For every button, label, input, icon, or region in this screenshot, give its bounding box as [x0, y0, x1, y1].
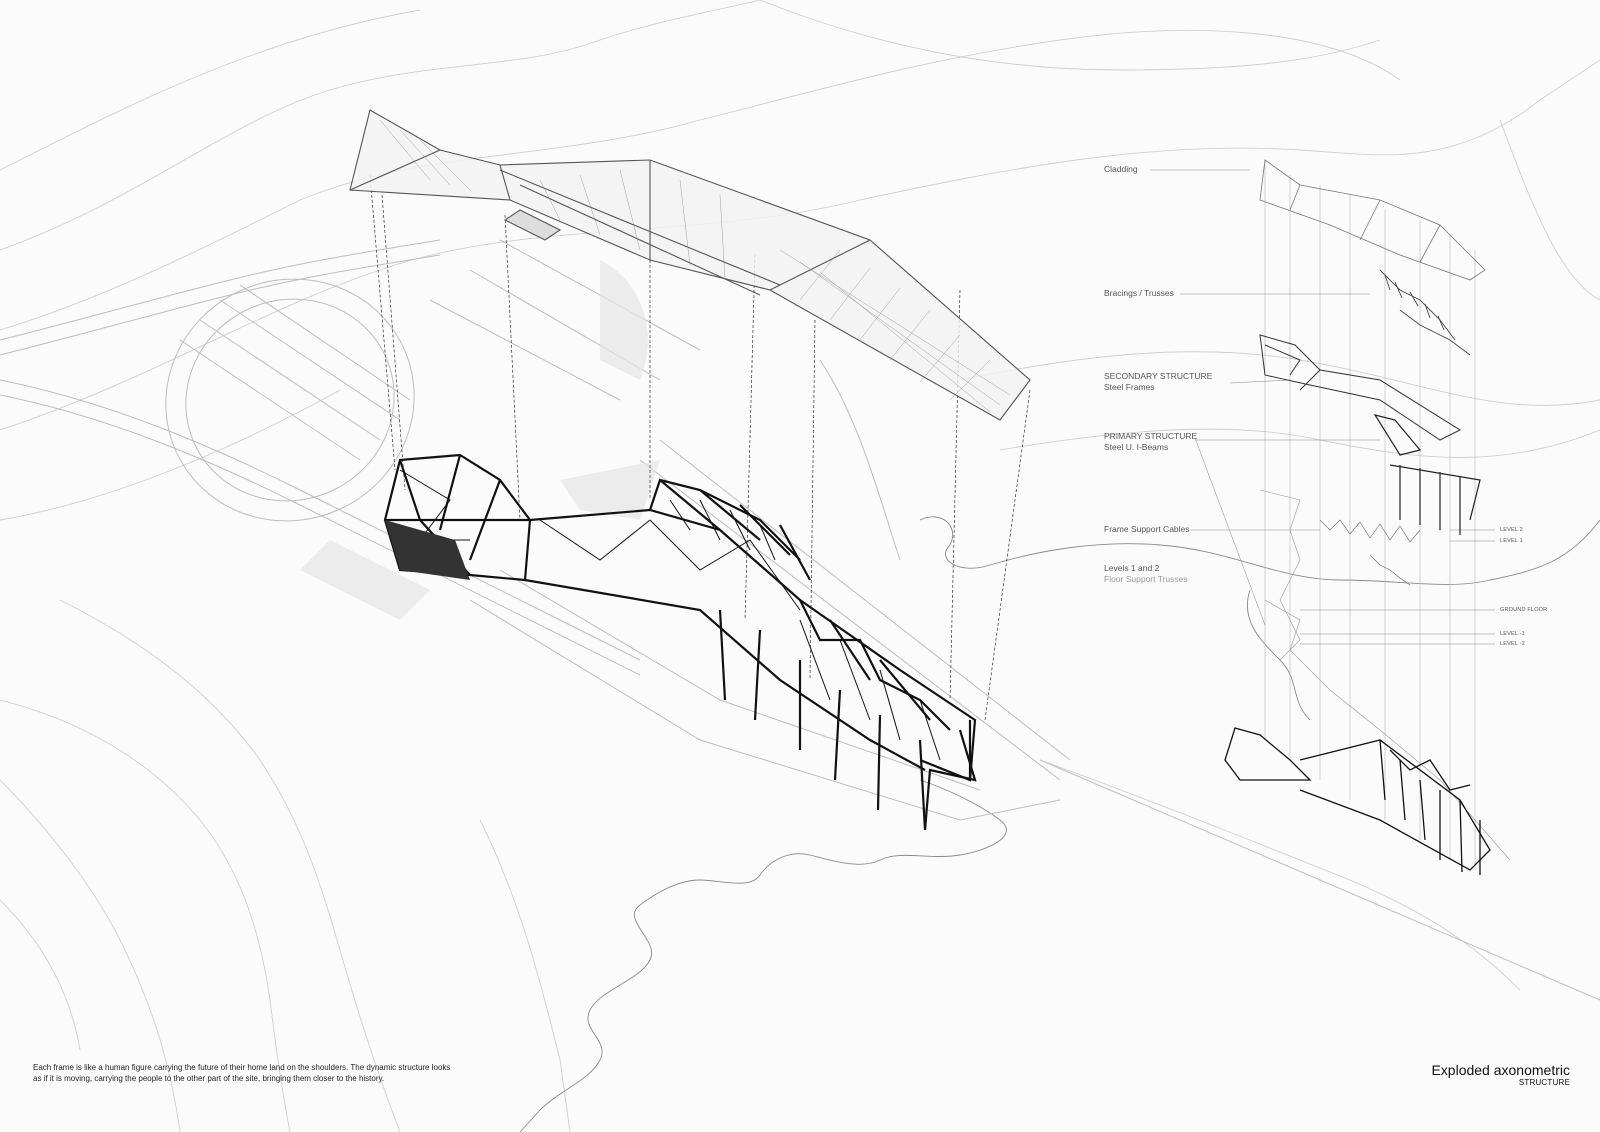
label-bracings: Bracings / Trusses	[1104, 288, 1174, 299]
drawing-caption: Each frame is like a human figure carryi…	[33, 1063, 451, 1083]
stack-primary	[1373, 414, 1481, 535]
level-minus-2-tag: LEVEL -2	[1500, 641, 1525, 647]
stack-cladding	[1259, 159, 1486, 281]
podium-block	[385, 520, 470, 580]
exploded-stack-guides	[1264, 160, 1476, 870]
label-floor-trusses: Levels 1 and 2 Floor Support Trusses	[1104, 563, 1188, 585]
drawing-title-block: Exploded axonometric STRUCTURE	[1431, 1062, 1570, 1087]
label-bracings-text: Bracings / Trusses	[1104, 288, 1174, 298]
leader-lines	[1150, 169, 1495, 645]
primary-structure	[383, 453, 977, 831]
level-1-tag: LEVEL 1	[1500, 538, 1523, 544]
label-secondary-title: SECONDARY STRUCTURE	[1104, 371, 1213, 381]
label-cladding-text: Cladding	[1104, 164, 1138, 174]
stack-ground	[1259, 489, 1511, 861]
site-plan-shading	[300, 260, 660, 620]
drawing-subtitle: STRUCTURE	[1518, 1078, 1570, 1087]
stack-secondary	[1259, 334, 1462, 441]
stack-bracing	[1379, 269, 1471, 356]
label-secondary-sub: Steel Frames	[1104, 382, 1155, 392]
roof-mesh	[379, 119, 1011, 413]
label-cables-text: Frame Support Cables	[1104, 524, 1190, 534]
ground-floor-tag: GROUND FLOOR	[1500, 607, 1548, 613]
label-floors-title: Levels 1 and 2	[1104, 563, 1160, 573]
drawing-title: Exploded axonometric	[1431, 1062, 1570, 1078]
primary-structure-bracing	[399, 469, 941, 761]
label-floors-sub: Floor Support Trusses	[1104, 574, 1188, 584]
level-2-tag: LEVEL 2	[1500, 527, 1523, 533]
label-cladding: Cladding	[1104, 164, 1138, 175]
stack-cables	[1319, 519, 1421, 586]
level-minus-1-tag: LEVEL -1	[1500, 631, 1525, 637]
stack-base-structure	[1224, 727, 1491, 875]
coastline	[519, 516, 1600, 1132]
label-primary-structure: PRIMARY STRUCTURE Steel U. I-Beams	[1104, 431, 1197, 453]
label-primary-title: PRIMARY STRUCTURE	[1104, 431, 1198, 441]
label-primary-sub: Steel U. I-Beams	[1104, 442, 1169, 452]
label-secondary-structure: SECONDARY STRUCTURE Steel Frames	[1104, 371, 1212, 393]
site-plan	[0, 239, 1600, 1001]
label-frame-support-cables: Frame Support Cables	[1104, 524, 1190, 535]
